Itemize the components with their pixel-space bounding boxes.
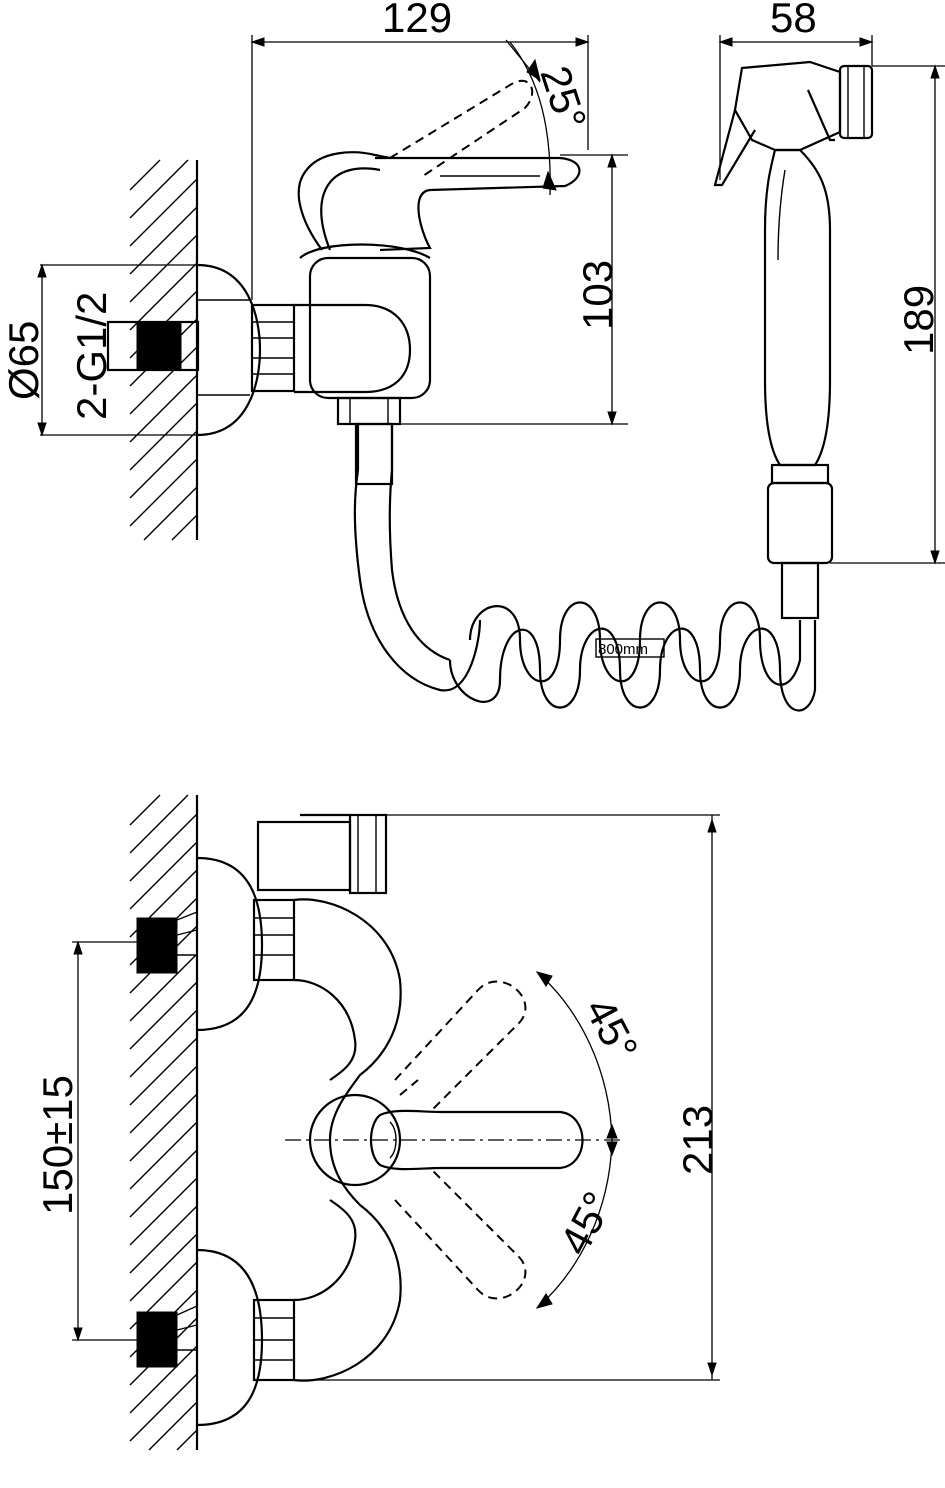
- escutcheon-upper: [196, 856, 264, 1032]
- side-view: 129 25° 103 Ø65 2-G1/2 800mm: [0, 0, 945, 712]
- inlet-pipe-lower: [136, 1311, 178, 1368]
- handle-lever-front: [369, 1109, 584, 1171]
- dim-150-15: 150±15: [34, 1075, 81, 1215]
- inlet-pipe-upper: [136, 917, 178, 974]
- escutcheon-top: [196, 263, 262, 437]
- handle-up-dashed: [394, 980, 527, 1113]
- connector-nut-upper: [252, 898, 296, 982]
- handle-down-dashed: [394, 1167, 527, 1300]
- sprayer-hose-nut: [838, 64, 874, 140]
- dim-diameter-65: Ø65: [0, 321, 47, 400]
- inlet-pipe-top: [136, 321, 182, 371]
- handle-tilted-dashed: [389, 79, 534, 179]
- dim-189: 189: [895, 285, 942, 355]
- hand-sprayer: [713, 60, 874, 620]
- hose-outlet-front: [256, 820, 352, 892]
- dim-25-angle: 25°: [531, 60, 595, 135]
- connector-nut-top: [250, 303, 296, 393]
- dim-thread-g12: 2-G1/2: [68, 292, 115, 420]
- sprayer-handle: [763, 148, 832, 467]
- escutcheon-lower: [196, 1248, 264, 1427]
- bottom-outlet-top: [336, 396, 402, 426]
- dim-45-down: 45°: [550, 1184, 621, 1262]
- faucet-body-side: [294, 303, 412, 394]
- cartridge-cap: [308, 1093, 402, 1187]
- dim-103: 103: [574, 260, 621, 330]
- front-view: 45° 45° 150±15 213: [34, 794, 721, 1451]
- wall-hatching-top: [129, 159, 199, 541]
- handle-lever-side: [375, 156, 581, 252]
- dim-58: 58: [770, 0, 817, 41]
- dim-213: 213: [674, 1105, 721, 1175]
- hose-length-label: 800mm: [598, 641, 648, 658]
- spiral-hose: 800mm: [353, 422, 817, 712]
- dim-45-up: 45°: [576, 990, 647, 1068]
- dim-129: 129: [382, 0, 452, 41]
